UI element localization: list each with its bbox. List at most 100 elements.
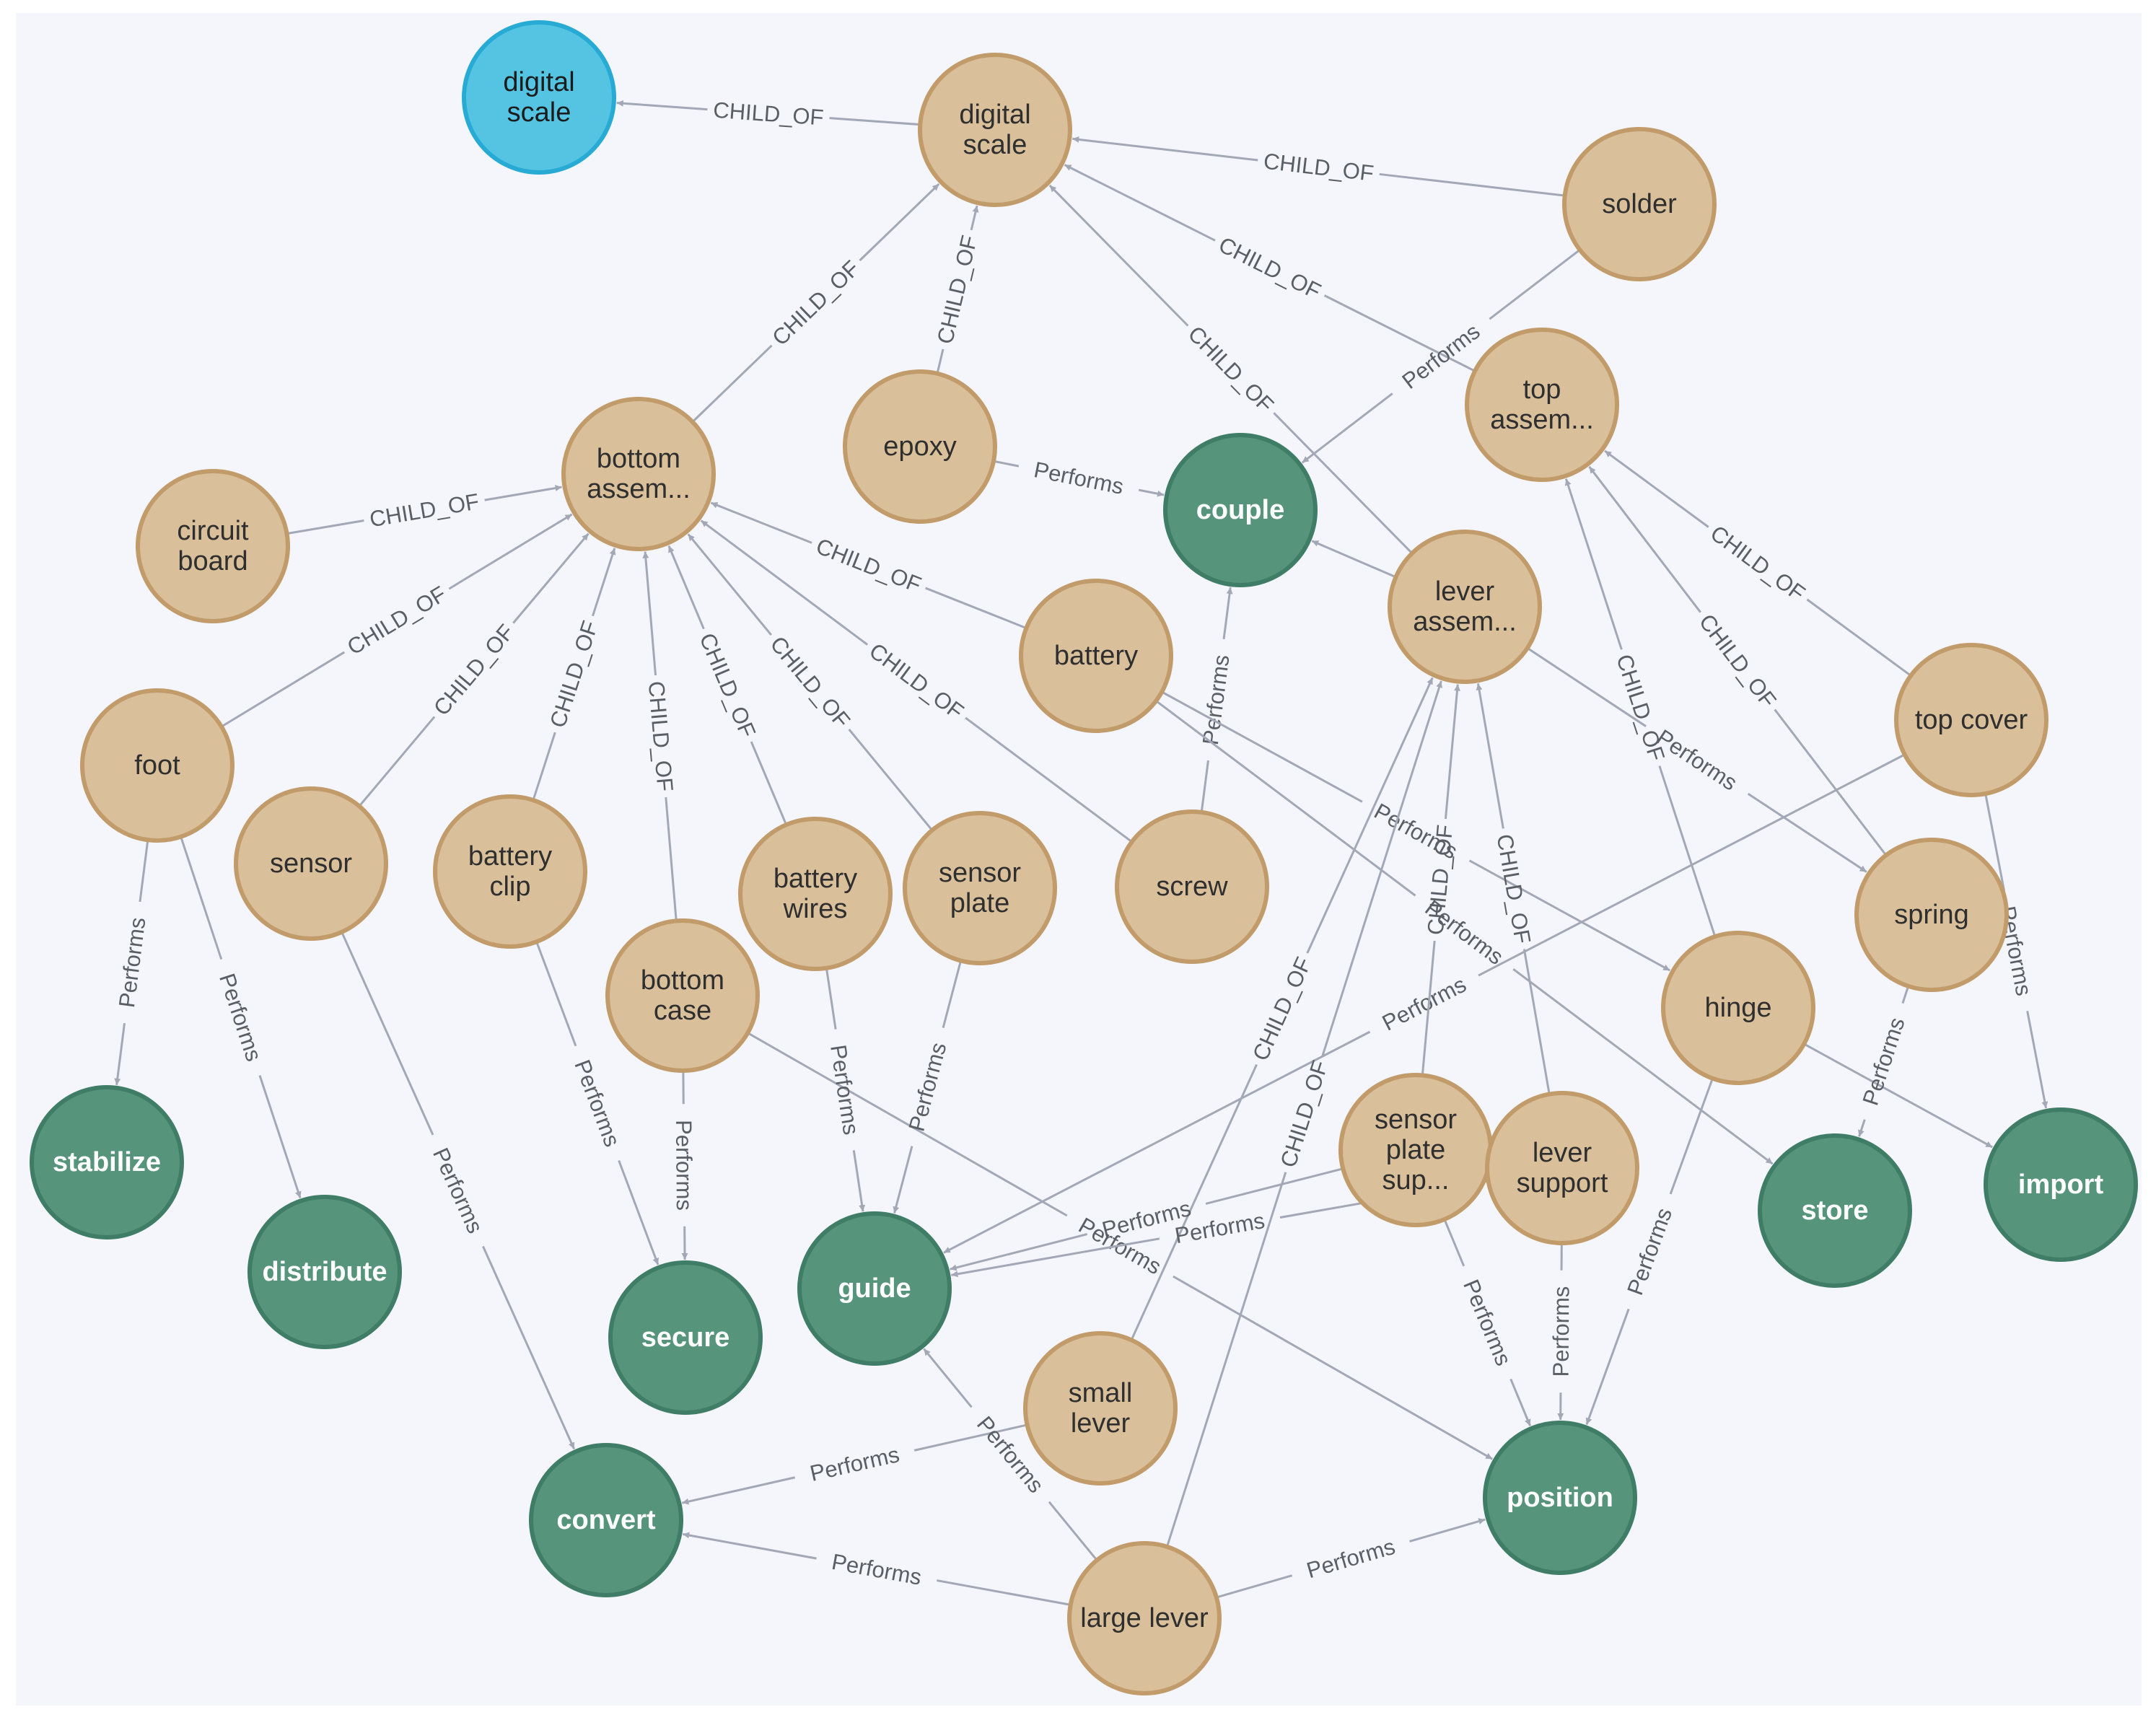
- node-circle: [797, 1211, 952, 1366]
- edge-sensor_plate_support-to-lever_assembly[interactable]: CHILD_OF: [1421, 684, 1460, 1076]
- edge-battery_wires-to-bottom_assembly[interactable]: CHILD_OF: [667, 545, 788, 825]
- node-hinge[interactable]: hinge: [1661, 931, 1815, 1085]
- edge-line-end: [258, 1075, 302, 1198]
- edge-lever_assembly-to-couple[interactable]: [1311, 540, 1397, 579]
- edge-line-end: [667, 545, 705, 630]
- edge-label: CHILD_OF: [1694, 610, 1782, 713]
- edge-foot-to-stabilize[interactable]: Performs: [114, 839, 151, 1086]
- node-solder[interactable]: solder: [1562, 127, 1717, 281]
- edge-line-end: [618, 1159, 659, 1265]
- edge-epoxy-to-couple[interactable]: Performs: [993, 457, 1165, 499]
- edge-bottom_case-to-bottom_assembly[interactable]: CHILD_OF: [642, 551, 678, 921]
- node-bottom-assembly[interactable]: bottomassem...: [561, 397, 716, 551]
- edge-circuit_board-to-bottom_assembly[interactable]: CHILD_OF: [286, 485, 562, 535]
- edge-sensor-to-convert[interactable]: Performs: [341, 931, 576, 1450]
- node-distribute[interactable]: distribute: [247, 1195, 402, 1349]
- node-stabilize[interactable]: stabilize: [30, 1085, 184, 1239]
- edge-large_lever-to-convert[interactable]: Performs: [682, 1532, 1071, 1606]
- edge-lever_assembly-to-spring[interactable]: Performs: [1526, 647, 1867, 873]
- node-epoxy[interactable]: epoxy: [843, 369, 997, 524]
- edge-label: CHILD_OF: [812, 533, 924, 597]
- node-store[interactable]: store: [1758, 1133, 1912, 1288]
- edge-battery-to-bottom_assembly[interactable]: CHILD_OF: [710, 501, 1027, 629]
- edge-label: CHILD_OF: [1276, 1058, 1333, 1171]
- edge-spring-to-store[interactable]: Performs: [1857, 986, 1910, 1137]
- edge-lever_support-to-position[interactable]: Performs: [1548, 1242, 1574, 1421]
- edge-hinge-to-import[interactable]: [1803, 1043, 1994, 1149]
- edge-label: Performs: [904, 1040, 952, 1134]
- node-spring[interactable]: spring: [1854, 838, 2009, 992]
- edge-sensor_plate-to-guide[interactable]: Performs: [893, 960, 962, 1214]
- edge-solder-to-digital_scale[interactable]: CHILD_OF: [1072, 136, 1565, 197]
- node-battery[interactable]: battery: [1019, 579, 1173, 733]
- node-position[interactable]: position: [1483, 1421, 1637, 1575]
- edge-line-end: [1858, 1119, 1866, 1137]
- node-foot[interactable]: foot: [80, 688, 235, 843]
- edge-line-start: [925, 587, 1027, 629]
- edge-line-start: [936, 348, 945, 374]
- edge-line-start: [535, 941, 577, 1047]
- edge-label: Performs: [1304, 1534, 1398, 1584]
- edge-sensor_plate_support-to-position[interactable]: Performs: [1443, 1219, 1531, 1426]
- edge-screw-to-couple[interactable]: Performs: [1198, 587, 1235, 813]
- edge-battery_wires-to-guide[interactable]: Performs: [825, 968, 866, 1212]
- edge-large_lever-to-position[interactable]: Performs: [1216, 1518, 1486, 1599]
- edge-label: Performs: [1458, 1276, 1517, 1369]
- edge-line-end: [950, 1233, 1088, 1271]
- edge-label: CHILD_OF: [767, 255, 864, 351]
- edge-top_assembly-to-digital_scale[interactable]: CHILD_OF: [1064, 164, 1476, 372]
- edge-bottom_case-to-secure[interactable]: Performs: [671, 1070, 697, 1260]
- graph-diagram[interactable]: CHILD_OFCHILD_OFCHILD_OFCHILD_OFCHILD_OF…: [16, 13, 2142, 1706]
- edge-line-start: [937, 1579, 1071, 1606]
- edge-line-start: [1901, 986, 1910, 1004]
- edge-line-start: [965, 716, 1133, 843]
- edge-line-end: [114, 1022, 126, 1086]
- node-screw[interactable]: screw: [1115, 809, 1269, 964]
- node-convert[interactable]: convert: [529, 1443, 683, 1597]
- edge-line-end: [2026, 1011, 2048, 1109]
- edge-top_cover-to-top_assembly[interactable]: CHILD_OF: [1604, 449, 1912, 677]
- edge-label: Performs: [214, 970, 267, 1064]
- edge-hinge-to-top_assembly[interactable]: CHILD_OF: [1564, 478, 1717, 937]
- node-top-cover[interactable]: top cover: [1894, 643, 2048, 797]
- node-couple[interactable]: couple: [1163, 433, 1318, 587]
- edge-label: CHILD_OF: [429, 620, 519, 721]
- edge-label: Performs: [428, 1144, 488, 1237]
- node-secure[interactable]: secure: [608, 1260, 763, 1415]
- node-sensor[interactable]: sensor: [234, 786, 388, 941]
- edge-digital_scale-to-root[interactable]: CHILD_OF: [616, 97, 921, 131]
- edge-line-end: [682, 1476, 796, 1505]
- edge-label: CHILD_OF: [1248, 953, 1316, 1064]
- node-large-lever[interactable]: large lever: [1067, 1541, 1222, 1695]
- edge-line-end: [1409, 1518, 1486, 1543]
- node-guide[interactable]: guide: [797, 1211, 952, 1366]
- edge-epoxy-to-digital_scale[interactable]: CHILD_OF: [932, 205, 982, 374]
- edge-line-end: [682, 1532, 817, 1560]
- edge-line-start: [665, 797, 678, 921]
- node-circle: [247, 1195, 402, 1349]
- node-import[interactable]: import: [1984, 1107, 2138, 1262]
- edge-line-end: [923, 1348, 973, 1408]
- node-circle: [1854, 838, 2009, 992]
- edge-label: Performs: [1622, 1205, 1677, 1299]
- edge-line-end: [1306, 677, 1434, 954]
- edge-line-start: [1273, 412, 1414, 554]
- edge-line-start: [358, 716, 436, 807]
- edge-small_lever-to-convert[interactable]: Performs: [682, 1423, 1027, 1505]
- node-circle: [30, 1085, 184, 1239]
- edge-lever_support-to-lever_assembly[interactable]: CHILD_OF: [1476, 683, 1551, 1094]
- node-sensor-plate-support[interactable]: sensorplatesup...: [1338, 1073, 1493, 1227]
- node-lever-assembly[interactable]: leverassem...: [1388, 530, 1542, 684]
- node-circle: [1483, 1421, 1637, 1575]
- node-top-assembly[interactable]: topassem...: [1465, 328, 1619, 482]
